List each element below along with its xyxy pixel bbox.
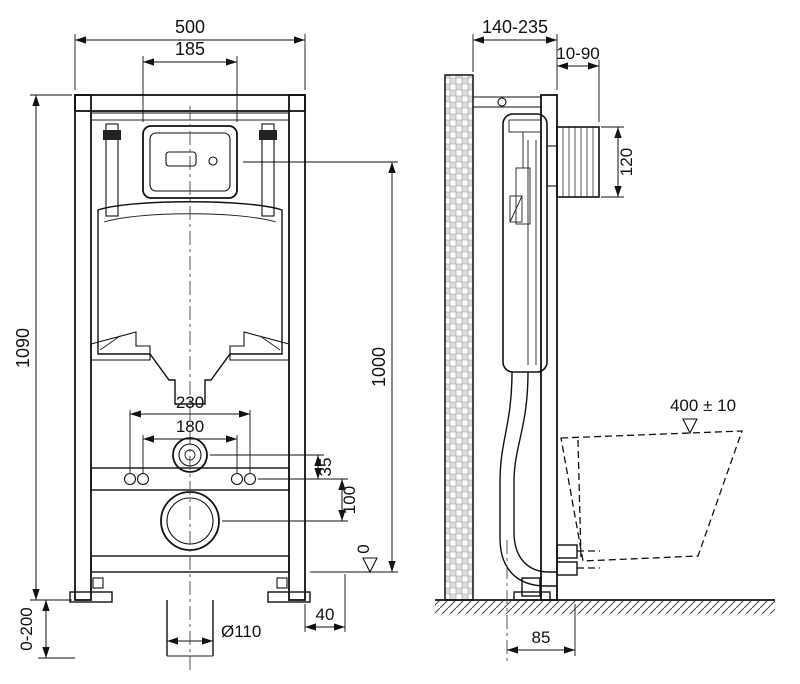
front-dimensions: 500 185 1090 1000 0 230 bbox=[13, 17, 398, 659]
dim-plate-width: 185 bbox=[175, 39, 205, 59]
dim-foot-range: 0-200 bbox=[17, 607, 36, 650]
floor bbox=[435, 599, 775, 614]
side-view: 140-235 10-90 120 400 ± 10 85 bbox=[435, 17, 775, 662]
fixing-rod-holes bbox=[123, 472, 257, 486]
dim-plate-gap: 10-90 bbox=[556, 44, 599, 63]
frame-side-profile bbox=[473, 94, 558, 601]
dim-plate-center-height: 1000 bbox=[369, 347, 389, 387]
dim-frame-width: 500 bbox=[175, 17, 205, 37]
front-view: 500 185 1090 1000 0 230 bbox=[13, 17, 398, 672]
dim-fixing-outer: 230 bbox=[176, 393, 204, 412]
dim-fixing-inner: 180 bbox=[176, 417, 204, 436]
dim-edge-offset: 40 bbox=[316, 605, 335, 624]
dim-bowl-height: 400 ± 10 bbox=[670, 396, 736, 415]
dim-offset-35: 35 bbox=[316, 458, 335, 477]
flush-plate-side bbox=[546, 126, 600, 198]
dim-outlet-offset: 85 bbox=[532, 628, 551, 647]
dim-offset-100: 100 bbox=[340, 486, 359, 514]
side-dimensions: 140-235 10-90 120 400 ± 10 85 bbox=[472, 17, 736, 662]
cistern-side bbox=[502, 113, 548, 373]
hanger-rails bbox=[103, 123, 277, 217]
datum-zero-label: 0 bbox=[354, 544, 373, 553]
wall-section bbox=[444, 74, 474, 601]
dim-plate-height: 120 bbox=[617, 148, 636, 176]
dim-drain-diameter: Ø110 bbox=[221, 622, 261, 641]
dim-frame-depth: 140-235 bbox=[482, 17, 548, 37]
datum-triangle-front bbox=[362, 557, 378, 574]
flush-bend-pipe bbox=[499, 371, 557, 587]
datum-triangle-bowl bbox=[682, 418, 698, 435]
toilet-bowl-outline bbox=[560, 430, 743, 562]
dim-frame-height: 1090 bbox=[13, 328, 33, 368]
bowl-mounting bbox=[556, 544, 600, 576]
